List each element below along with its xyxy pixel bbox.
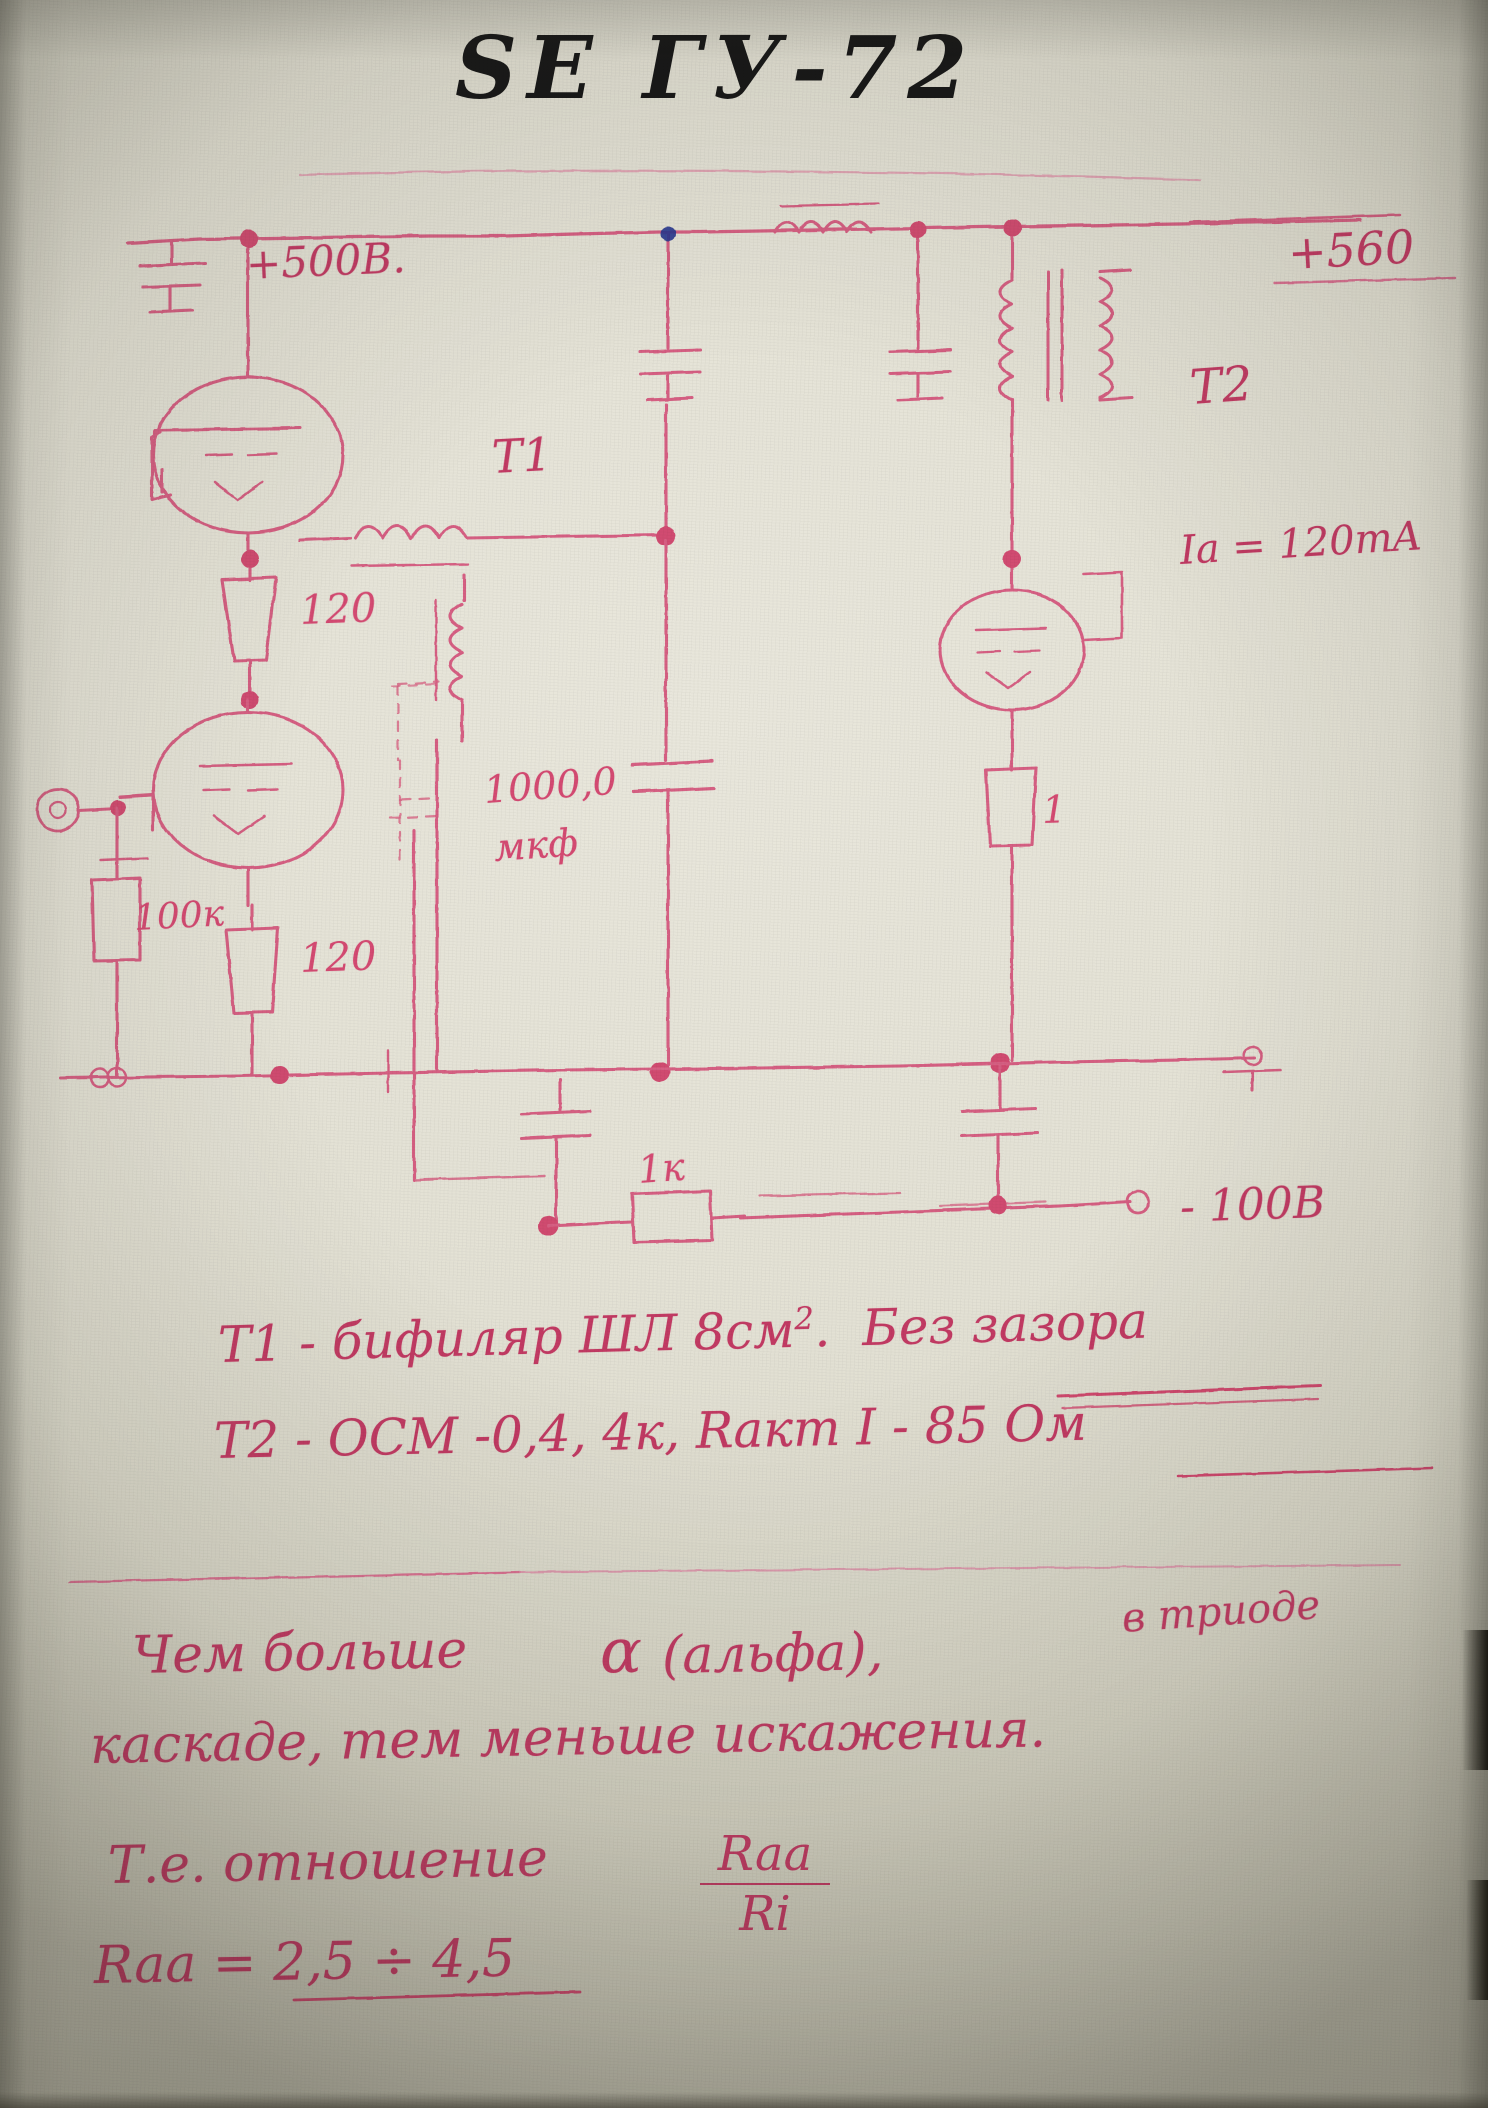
rail-label-minus-100v: - 100В [1179, 1176, 1326, 1233]
rail-label-plus-560: +560 [1286, 219, 1416, 280]
resistor-value-120-upper: 120 [299, 585, 378, 634]
fraction-bar [700, 1883, 830, 1885]
paragraph-line-1b: (альфа), [661, 1622, 884, 1686]
paragraph-alpha-symbol: α [600, 1614, 642, 1687]
ratio-fraction: Raa Ri [700, 1826, 830, 1942]
rail-label-plus-500v: +500В. [244, 233, 407, 289]
transformer-label-t2: T2 [1188, 355, 1255, 416]
resistor-value-100k: 100к [132, 893, 226, 939]
transformer-label-t1: T1 [490, 426, 554, 484]
fraction-denominator: Ri [739, 1886, 791, 1942]
note-t1-emphasis: Без зазора [861, 1291, 1149, 1358]
resistor-value-1k: 1к [636, 1144, 687, 1192]
resistor-value-120-lower: 120 [299, 933, 378, 982]
fraction-numerator: Raa [717, 1826, 813, 1882]
note-t1-superscript: 2 [793, 1300, 815, 1338]
capacitor-value-line1: 1000,0 [482, 758, 619, 812]
paragraph-line-3: Т.е. отношение [107, 1828, 549, 1896]
capacitor-value-line2: мкф [492, 820, 580, 870]
note-t1-dot: . [813, 1299, 831, 1359]
page-title: SE ГУ-72 [455, 18, 978, 119]
resistor-value-1-ohm: 1 [1041, 787, 1067, 832]
paragraph-line-1a: Чем больше [131, 1620, 468, 1686]
paragraph-line-4: Raa = 2,5 ÷ 4,5 [93, 1928, 516, 1996]
